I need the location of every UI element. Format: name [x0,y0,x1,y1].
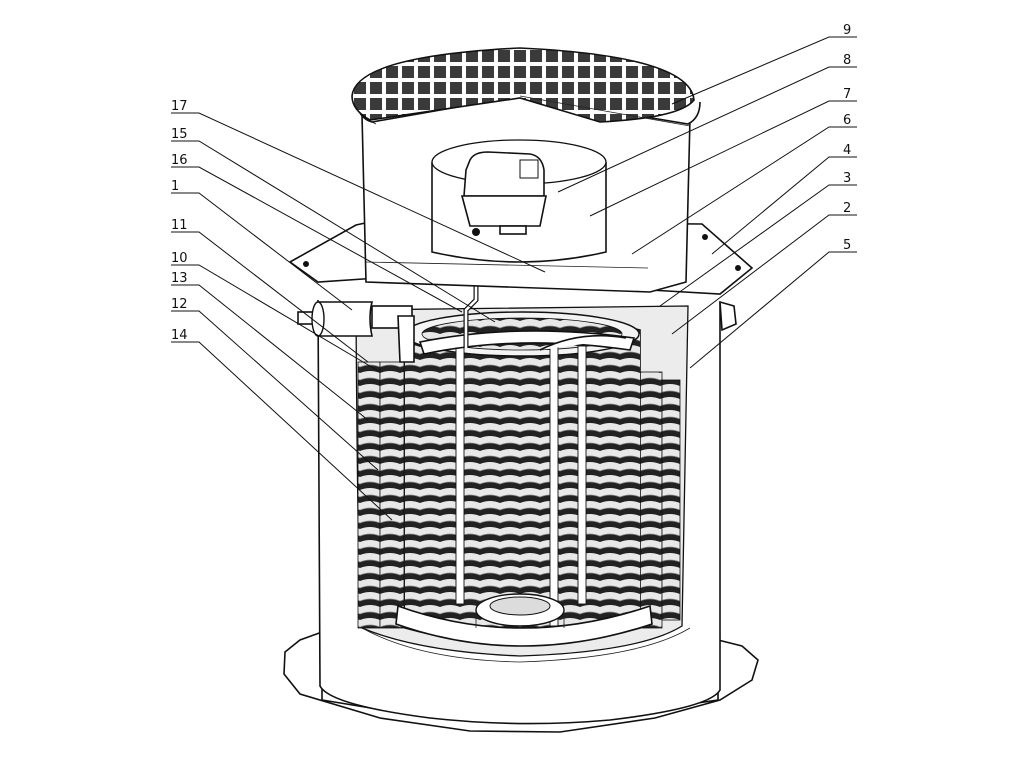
callout-7: 7 [843,87,851,102]
base-plate [283,630,759,733]
callout-2: 2 [843,201,851,216]
callout-14: 14 [171,328,188,343]
leader-lines [171,36,857,521]
callout-3: 3 [843,171,851,186]
grate-lid [351,47,701,127]
callout-8: 8 [843,53,851,68]
inlet-pipe [297,301,415,363]
callout-16: 16 [171,153,188,168]
callout-6: 6 [843,113,851,128]
callout-10: 10 [171,251,188,266]
callout-4: 4 [843,143,851,158]
callout-1: 1 [171,179,179,194]
callout-11: 11 [171,218,188,233]
callout-15: 15 [171,127,188,142]
bottom-aerator [395,593,653,647]
outlet-pipe [719,300,737,332]
callout-17: 17 [171,99,188,114]
callout-labels: 17 15 16 1 11 10 13 12 14 9 8 7 6 4 3 2 … [171,23,851,343]
callout-13: 13 [171,271,188,286]
inner-bioreactor [404,311,641,645]
callout-12: 12 [171,297,188,312]
air-compressor [460,151,547,236]
callout-9: 9 [843,23,851,38]
outer-coil-stack [357,361,681,629]
callout-5: 5 [843,238,851,253]
